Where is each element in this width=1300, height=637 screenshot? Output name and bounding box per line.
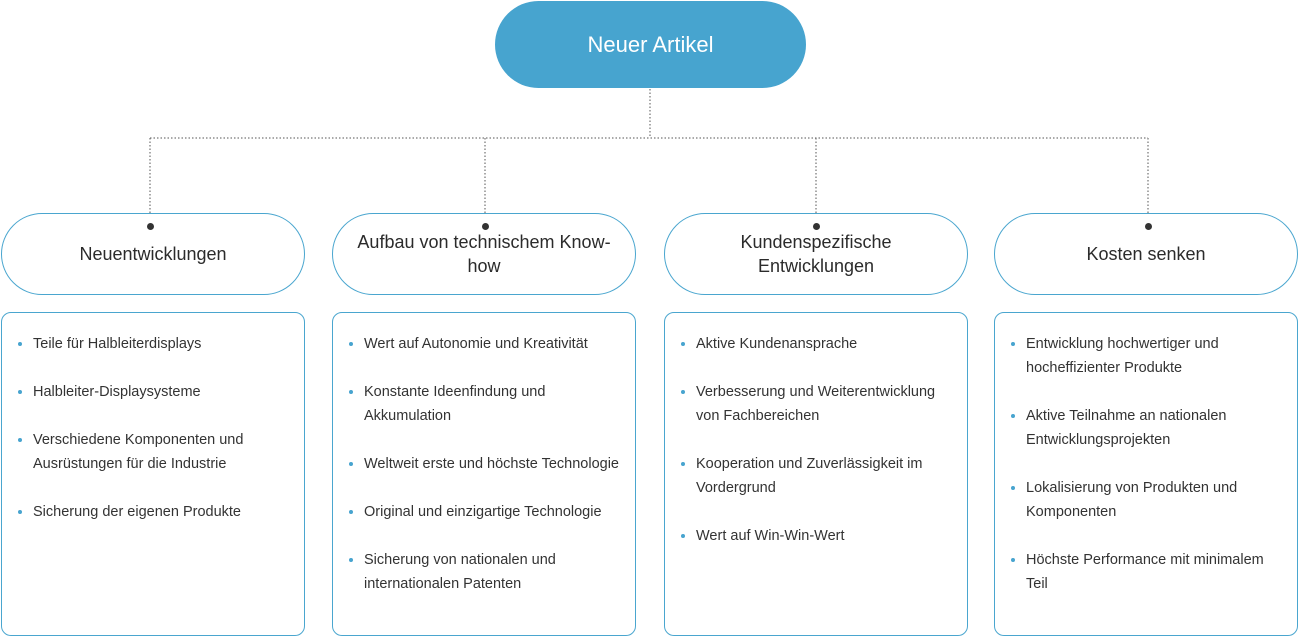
category-box-kundenspezifisch: Aktive Kundenansprache Verbesserung und … — [664, 312, 968, 636]
item-list: Wert auf Autonomie und Kreativität Konst… — [349, 332, 619, 596]
connector-dot-2 — [482, 223, 489, 230]
list-item: Teile für Halbleiterdisplays — [18, 332, 288, 356]
connector-dot-1 — [147, 223, 154, 230]
list-item: Aktive Kundenansprache — [681, 332, 951, 356]
category-title: Kosten senken — [1086, 244, 1206, 264]
list-item: Verbesserung und Weiterentwicklung von F… — [681, 380, 951, 428]
root-label: Neuer Artikel — [587, 31, 714, 57]
root-node: Neuer Artikel — [495, 1, 806, 88]
list-item: Sicherung von nationalen und internation… — [349, 548, 619, 596]
category-box-know-how: Wert auf Autonomie und Kreativität Konst… — [332, 312, 636, 636]
category-title: Kundenspezifische Entwicklungen — [740, 232, 892, 276]
list-item: Lokalisierung von Produkten und Komponen… — [1011, 476, 1281, 524]
item-list: Entwicklung hochwertiger und hocheffizie… — [1011, 332, 1281, 596]
list-item: Konstante Ideenfindung und Akkumulation — [349, 380, 619, 428]
list-item: Aktive Teilnahme an nationalen Entwicklu… — [1011, 404, 1281, 452]
list-item: Original und einzigartige Technologie — [349, 500, 619, 524]
list-item: Entwicklung hochwertiger und hocheffizie… — [1011, 332, 1281, 380]
category-title: Neuentwicklungen — [79, 244, 227, 264]
connector-dot-4 — [1145, 223, 1152, 230]
category-title: Aufbau von technischem Know-how — [357, 232, 611, 276]
category-box-kosten-senken: Entwicklung hochwertiger und hocheffizie… — [994, 312, 1298, 636]
list-item: Weltweit erste und höchste Technologie — [349, 452, 619, 476]
list-item: Wert auf Autonomie und Kreativität — [349, 332, 619, 356]
list-item: Sicherung der eigenen Produkte — [18, 500, 288, 524]
list-item: Höchste Performance mit minimalem Teil — [1011, 548, 1281, 596]
list-item: Wert auf Win-Win-Wert — [681, 524, 951, 548]
list-item: Kooperation und Zuverlässigkeit im Vorde… — [681, 452, 951, 500]
category-pill-know-how: Aufbau von technischem Know-how — [332, 213, 636, 295]
list-item: Halbleiter-Displaysysteme — [18, 380, 288, 404]
item-list: Teile für Halbleiterdisplays Halbleiter-… — [18, 332, 288, 524]
connector-dot-3 — [813, 223, 820, 230]
category-box-neuentwicklungen: Teile für Halbleiterdisplays Halbleiter-… — [1, 312, 305, 636]
item-list: Aktive Kundenansprache Verbesserung und … — [681, 332, 951, 548]
list-item: Verschiedene Komponenten und Ausrüstunge… — [18, 428, 288, 476]
